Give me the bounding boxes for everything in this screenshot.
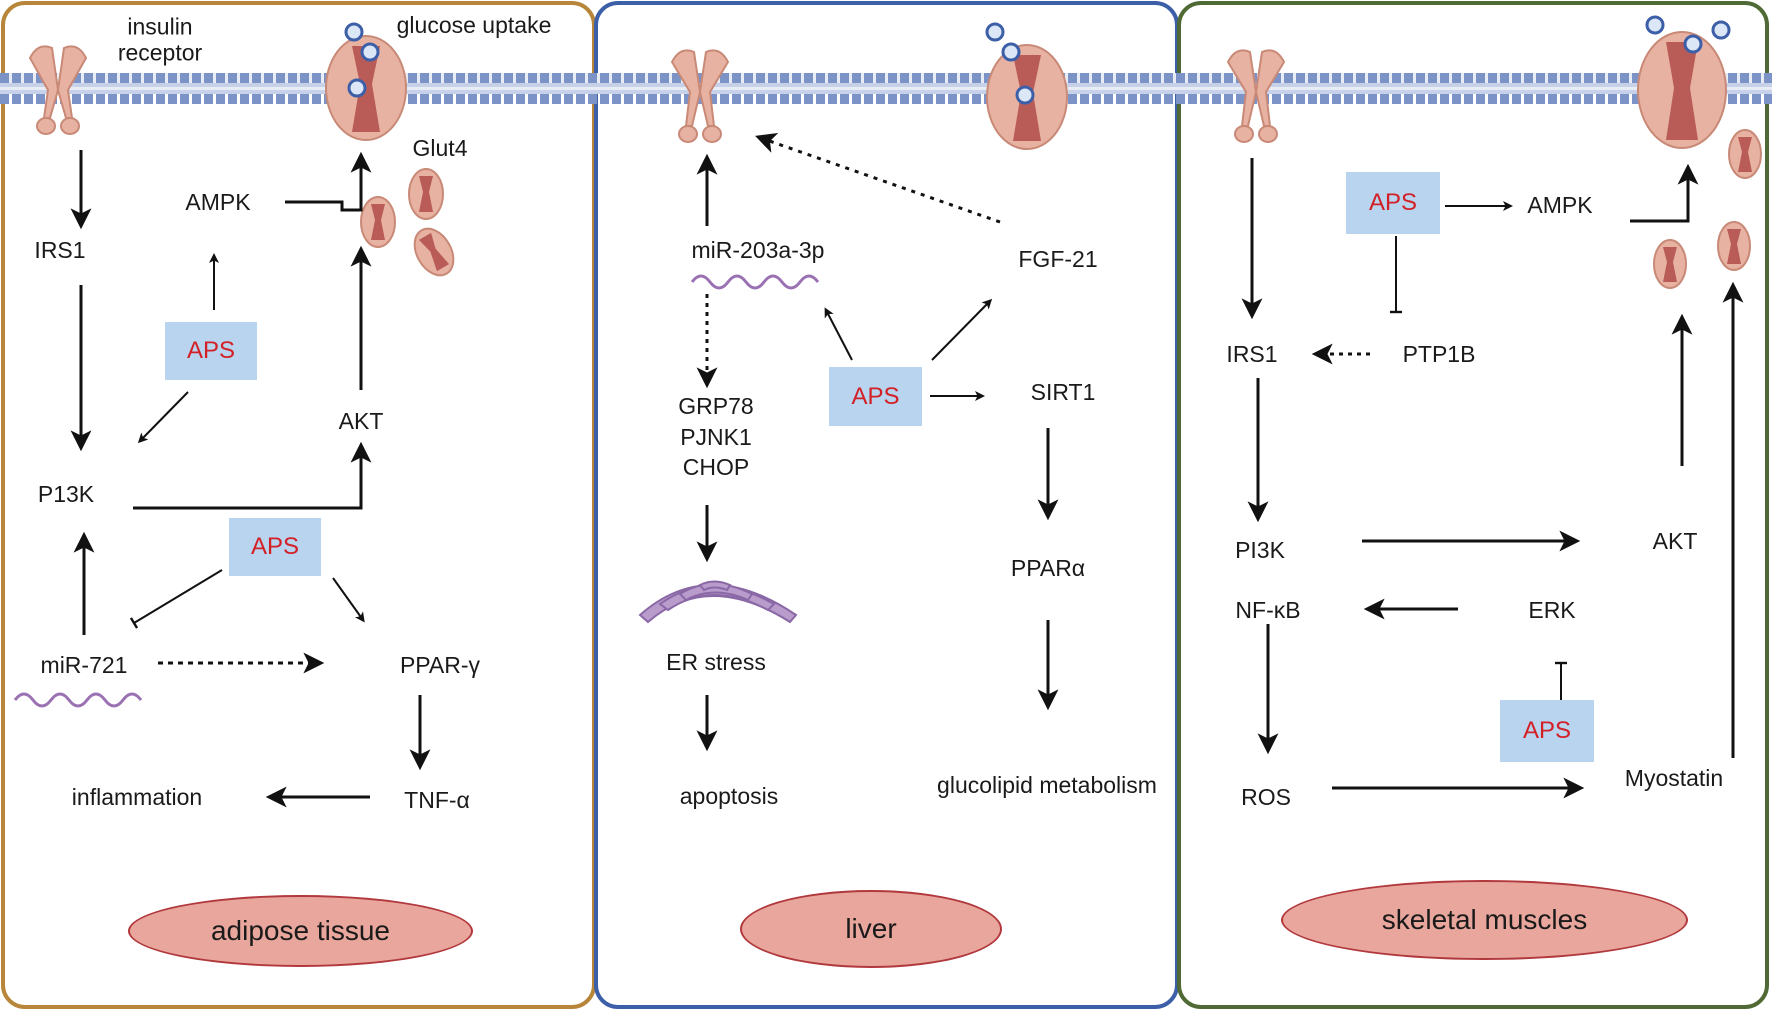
myostatin-label: Myostatin bbox=[1624, 764, 1724, 791]
chop-label: CHOP bbox=[682, 453, 750, 480]
arrow-aps-fgf21 bbox=[931, 298, 993, 361]
insulin-receptor-icon bbox=[28, 45, 88, 135]
muscle-aps-box-top: APS bbox=[1346, 172, 1440, 234]
skeletal-muscles-oval: skeletal muscles bbox=[1281, 880, 1688, 960]
muscle-aps-box-bottom: APS bbox=[1500, 700, 1594, 762]
inflammation-label: inflammation bbox=[71, 783, 203, 810]
grp78-label: GRP78 bbox=[678, 392, 754, 419]
adipose-aps-box-mid: APS bbox=[229, 518, 321, 576]
adipose-aps-box-top: APS bbox=[165, 322, 257, 380]
glucose-molecule-icon bbox=[344, 15, 1731, 105]
mir203-label: miR-203a-3p bbox=[691, 236, 825, 263]
muscle-irs1-label: IRS1 bbox=[1226, 340, 1278, 367]
glut4-label: Glut4 bbox=[412, 134, 468, 161]
adipose-irs1-label: IRS1 bbox=[34, 236, 86, 263]
ptp1b-label: PTP1B bbox=[1402, 340, 1476, 367]
adipose-arrows bbox=[70, 150, 431, 808]
liver-arrows bbox=[696, 132, 1059, 752]
insulin-receptor-label: insulin receptor bbox=[117, 13, 203, 66]
arrow-aps-ppargamma bbox=[332, 577, 365, 623]
liver-aps-box: APS bbox=[829, 367, 922, 426]
endoplasmic-reticulum-icon bbox=[638, 580, 798, 624]
cell-membrane bbox=[0, 73, 1772, 104]
arrow-aps-p13k bbox=[137, 391, 189, 444]
ppar-alpha-label: PPARα bbox=[1010, 554, 1086, 581]
pjnk1-label: PJNK1 bbox=[680, 423, 752, 450]
muscle-arrows bbox=[1241, 158, 1744, 799]
erk-label: ERK bbox=[1528, 596, 1576, 623]
ppar-gamma-label: PPAR-γ bbox=[399, 651, 481, 678]
adipose-ampk-label: AMPK bbox=[185, 188, 251, 215]
muscle-panel bbox=[1177, 1, 1769, 1009]
mirna-wave-icon bbox=[13, 692, 143, 708]
er-stress-label: ER stress bbox=[666, 648, 766, 675]
glut4-vesicle-icon bbox=[360, 168, 455, 277]
fgf21-label: FGF-21 bbox=[1018, 245, 1098, 272]
liver-oval: liver bbox=[740, 890, 1002, 968]
mir721-label: miR-721 bbox=[40, 651, 128, 678]
muscle-ampk-label: AMPK bbox=[1527, 191, 1593, 218]
apoptosis-label: apoptosis bbox=[679, 782, 779, 809]
ros-label: ROS bbox=[1241, 783, 1291, 810]
inhibit-aps-mir721 bbox=[129, 569, 223, 629]
arrow-p13k-akt bbox=[133, 441, 372, 510]
glucolipid-label: glucolipid metabolism bbox=[937, 771, 1157, 798]
glut4-vesicle-icon bbox=[1653, 129, 1762, 289]
insulin-receptor-icon bbox=[1226, 49, 1286, 143]
adipose-akt-label: AKT bbox=[338, 407, 384, 434]
liver-panel bbox=[594, 1, 1179, 1009]
insulin-receptor-icon bbox=[670, 49, 730, 143]
pi3k-label: PI3K bbox=[1235, 536, 1285, 563]
adipose-tissue-oval: adipose tissue bbox=[128, 895, 473, 967]
tnf-alpha-label: TNF-α bbox=[404, 786, 470, 813]
sirt1-label: SIRT1 bbox=[1030, 378, 1096, 405]
arrow-aps-mir203 bbox=[824, 307, 853, 361]
mirna-wave-icon bbox=[690, 274, 820, 290]
arrow-ampk-glut4 bbox=[1630, 163, 1699, 223]
arrow-fgf21-receptor bbox=[755, 132, 1001, 224]
adipose-p13k-label: P13K bbox=[37, 480, 95, 507]
glucose-uptake-label: glucose uptake bbox=[396, 11, 552, 38]
arrow-ampk-glut4 bbox=[285, 151, 372, 212]
glut4-transporter-icon bbox=[1637, 31, 1727, 149]
nfkb-label: NF-κB bbox=[1235, 596, 1301, 623]
muscle-akt-label: AKT bbox=[1652, 527, 1698, 554]
